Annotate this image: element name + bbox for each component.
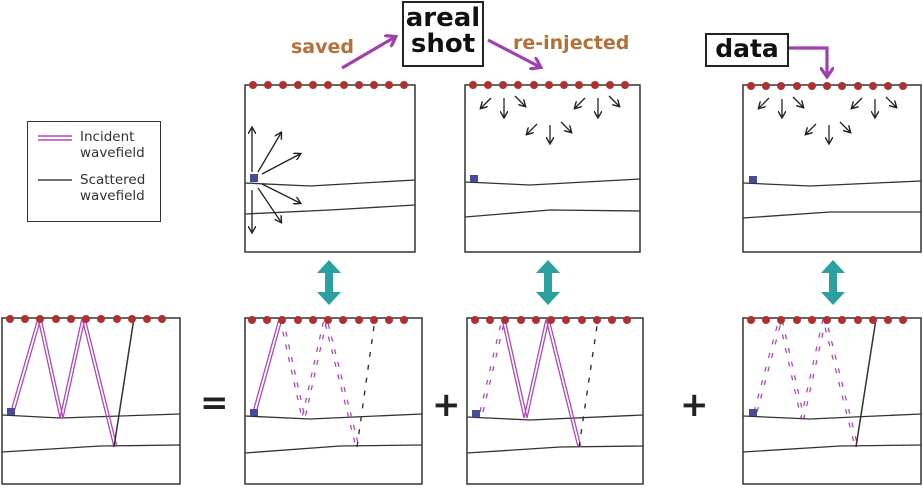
receiver-row <box>6 315 166 323</box>
scattered-path-dashed <box>578 318 599 448</box>
incident-path-dashed <box>479 318 506 413</box>
panel-term-1 <box>244 316 423 485</box>
source-marker <box>7 408 15 415</box>
source-marker <box>749 176 757 183</box>
incident-path-dashed <box>279 318 360 448</box>
panel-full-wavefield <box>1 315 181 485</box>
re-injected-label: re-injected <box>513 32 630 54</box>
equivalence-arrow-3 <box>821 260 845 305</box>
equivalence-arrow-2 <box>536 260 560 305</box>
saved-label: saved <box>291 36 355 58</box>
legend-label-incident-2: wavefield <box>80 145 145 161</box>
source-marker <box>470 175 478 182</box>
incident-path-solid <box>501 318 582 448</box>
receiver-row <box>469 81 629 89</box>
receiver-row <box>747 316 907 324</box>
legend-label-scattered-2: wavefield <box>80 188 145 204</box>
legend: Incident wavefield Scattered wavefield <box>27 121 161 222</box>
legend-label-incident-1: Incident <box>80 129 135 145</box>
data-label: data <box>705 33 789 67</box>
scattered-path-dashed <box>356 318 376 448</box>
equals-sign: = <box>200 383 229 423</box>
downgoing-arrows <box>759 96 896 143</box>
receiver-row <box>747 82 907 90</box>
panel-term-2 <box>466 316 644 485</box>
source-marker <box>749 409 757 416</box>
equivalence-arrow-1 <box>317 260 341 305</box>
receiver-row <box>248 316 408 324</box>
areal-shot-line-2: shot <box>410 29 476 59</box>
panel-term-3 <box>742 316 922 485</box>
data-arrow <box>789 46 827 76</box>
single-line-swatch-icon <box>38 179 72 181</box>
incident-path <box>10 317 118 448</box>
panel-data-injection <box>742 82 922 253</box>
double-line-swatch-icon <box>38 135 72 141</box>
downgoing-arrows <box>481 95 619 143</box>
source-marker <box>250 174 258 182</box>
panel-reinjected-areal-shot <box>464 81 641 253</box>
areal-shot-line-1: areal <box>405 3 481 33</box>
receiver-row <box>249 81 408 89</box>
radiation-arrows <box>252 128 300 232</box>
panel-source-wavefield <box>244 81 416 253</box>
source-marker <box>472 410 480 417</box>
scattered-path <box>113 317 135 448</box>
saved-arrow <box>341 37 395 70</box>
plus-sign-2: + <box>680 385 709 425</box>
reinjected-arrow <box>487 38 540 67</box>
scattered-path <box>855 318 877 448</box>
receiver-row <box>471 316 631 324</box>
source-marker <box>250 409 258 416</box>
incident-path-dashed <box>753 318 859 448</box>
incident-path-solid <box>252 318 283 414</box>
areal-shot-label: areal shot <box>402 1 484 67</box>
plus-sign-1: + <box>432 385 461 425</box>
legend-label-scattered-1: Scattered <box>80 172 146 188</box>
